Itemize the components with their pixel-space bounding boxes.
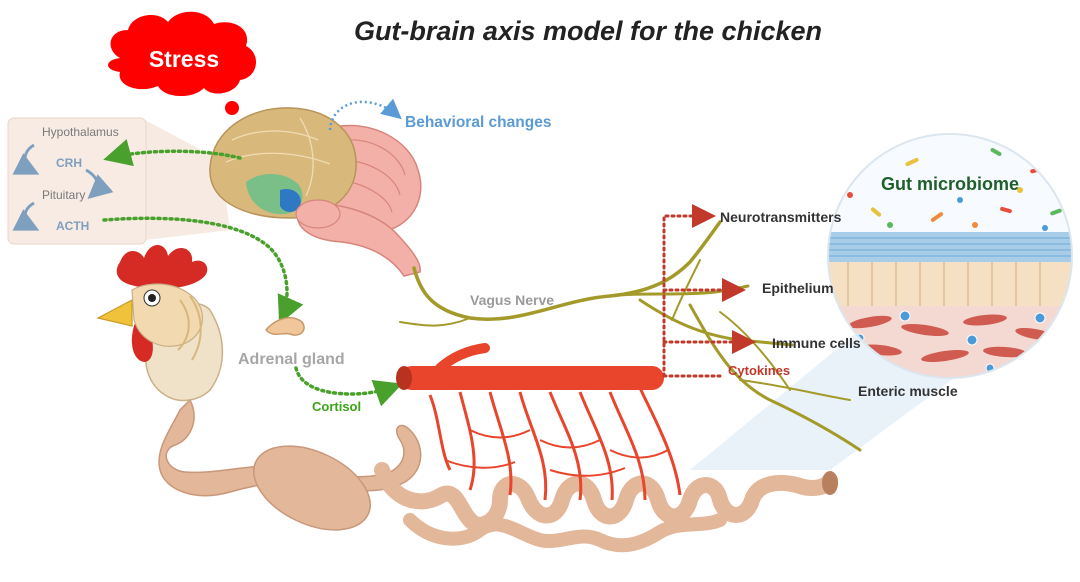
- cortisol-label: Cortisol: [312, 399, 361, 414]
- gut-microbiome-circle-border: [827, 133, 1073, 379]
- adrenal-gland-icon: [264, 317, 305, 336]
- acth-label: ACTH: [56, 219, 89, 233]
- epithelium-label: Epithelium: [762, 280, 834, 296]
- enteric-muscle-label: Enteric muscle: [858, 383, 958, 399]
- thought-bubble-dot: [225, 101, 239, 115]
- behavioral-changes-arrow: [328, 98, 402, 131]
- chicken-brain-illustration: [209, 107, 422, 277]
- pituitary-curve-icon: [12, 201, 40, 231]
- neurotransmitters-label: Neurotransmitters: [720, 209, 842, 225]
- chicken-head-illustration: [96, 245, 224, 402]
- crh-label: CRH: [56, 156, 82, 170]
- vagus-nerve-label: Vagus Nerve: [470, 292, 554, 308]
- hypothalamus-curve-icon: [12, 143, 40, 175]
- behavioral-changes-label: Behavioral changes: [405, 114, 551, 131]
- stress-label: Stress: [149, 46, 219, 72]
- gut-microbiome-label: Gut microbiome: [881, 174, 1019, 194]
- hypothalamus-to-crh-arrow: [103, 139, 242, 167]
- adrenal-gland-label: Adrenal gland: [238, 351, 345, 368]
- cytokine-signal-arrows: [662, 204, 756, 378]
- hypothalamus-label: Hypothalamus: [42, 125, 119, 139]
- blood-vessel-network: [396, 343, 682, 501]
- chicken-gut-illustration: [158, 398, 838, 553]
- adrenal-to-cortisol-arrow: [294, 366, 403, 407]
- gut-microbiome-panel: [828, 134, 1072, 378]
- crh-to-pituitary-curve-icon: [85, 168, 114, 199]
- diagram-title: Gut-brain axis model for the chicken: [354, 16, 822, 46]
- immune-cells-label: Immune cells: [772, 335, 861, 351]
- acth-to-adrenal-arrow: [102, 216, 304, 325]
- cytokines-label: Cytokines: [728, 363, 790, 378]
- pituitary-label: Pituitary: [42, 188, 85, 202]
